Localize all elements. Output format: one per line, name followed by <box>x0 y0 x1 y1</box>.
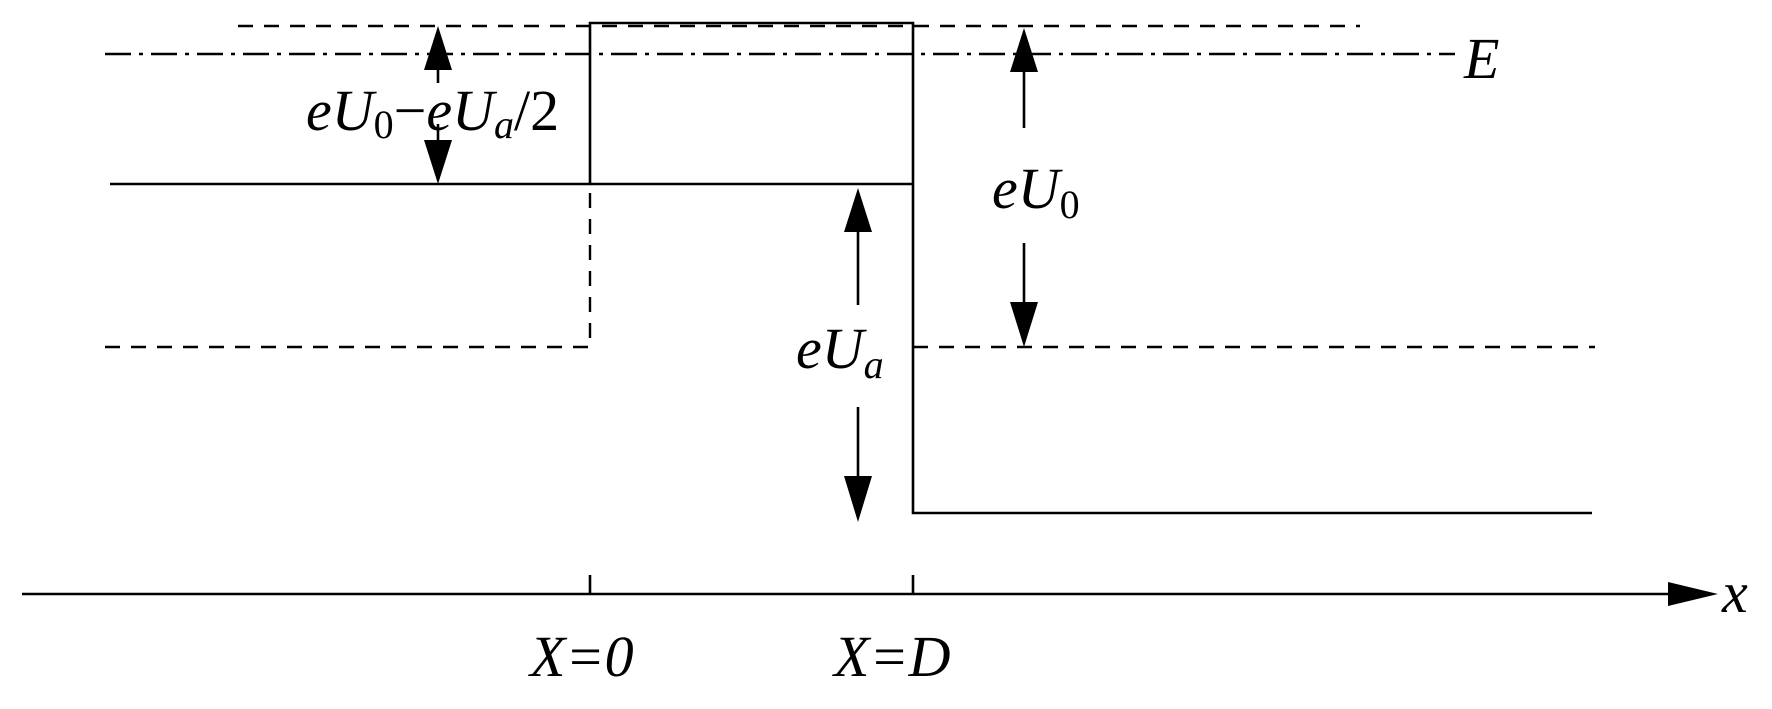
x-axis-label: x <box>1721 560 1748 625</box>
arrow-applied-voltage <box>844 188 872 522</box>
arrow-barrier-height <box>1010 28 1038 347</box>
label-left-barrier: eU0−eUa/2 <box>306 78 559 147</box>
arrow-left-barrier <box>424 26 452 184</box>
biased-potential-profile <box>110 21 1592 515</box>
tick-label-x0: X=0 <box>528 624 634 689</box>
label-barrier-height: eU0 <box>992 156 1080 227</box>
x-axis <box>22 575 1718 606</box>
label-applied-voltage: eUa <box>796 316 884 387</box>
energy-label: E <box>1463 26 1499 91</box>
tick-label-xd: X=D <box>832 624 951 689</box>
unbiased-left-band <box>105 184 592 349</box>
x-axis-arrowhead <box>1668 582 1718 606</box>
